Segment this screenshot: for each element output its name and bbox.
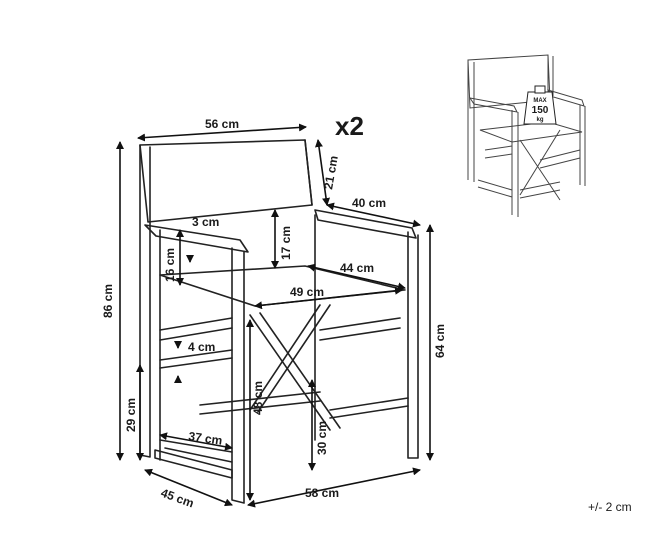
label-seat-front-height: 48 cm [251, 381, 265, 415]
label-bar-gap: 4 cm [188, 340, 215, 354]
label-base-depth: 45 cm [159, 486, 196, 511]
label-seat-width: 49 cm [290, 285, 324, 299]
badge-value: 150 [532, 105, 549, 116]
chair-thumbnail: MAX 150 kg [467, 54, 586, 217]
label-armrest-gap: 3 cm [192, 215, 219, 229]
label-back-gap-height: 17 cm [279, 226, 293, 260]
badge-max: MAX [533, 98, 546, 104]
label-total-height: 86 cm [101, 284, 115, 318]
backrest [139, 139, 313, 223]
rear-right-post [304, 139, 313, 206]
measurement-lines [116, 123, 434, 508]
armrest-left [144, 224, 249, 253]
label-foot-width: 37 cm [188, 429, 224, 448]
rear-right-leg [407, 231, 419, 459]
armrest-right [314, 209, 417, 239]
label-rear-height: 64 cm [433, 324, 447, 358]
label-footrest-height: 30 cm [315, 421, 329, 455]
label-back-width: 56 cm [205, 117, 239, 131]
chair-main-drawing [139, 139, 419, 504]
label-lower-height: 29 cm [124, 398, 138, 432]
label-seat-depth-top: 40 cm [352, 196, 386, 210]
label-back-height: 21 cm [321, 155, 341, 191]
badge-unit: kg [536, 117, 543, 123]
dimension-labels: 56 cm 21 cm 40 cm 3 cm 17 cm 16 cm 44 cm… [101, 117, 447, 510]
quantity-label: x2 [335, 111, 364, 141]
max-weight-badge: MAX 150 kg [523, 85, 557, 125]
rear-left-post [139, 144, 151, 458]
label-armrest-height: 16 cm [163, 248, 177, 282]
tolerance-label: +/- 2 cm [588, 500, 632, 514]
label-seat-depth: 44 cm [340, 261, 374, 275]
label-base-width: 58 cm [305, 486, 339, 500]
front-left-leg [231, 247, 245, 504]
